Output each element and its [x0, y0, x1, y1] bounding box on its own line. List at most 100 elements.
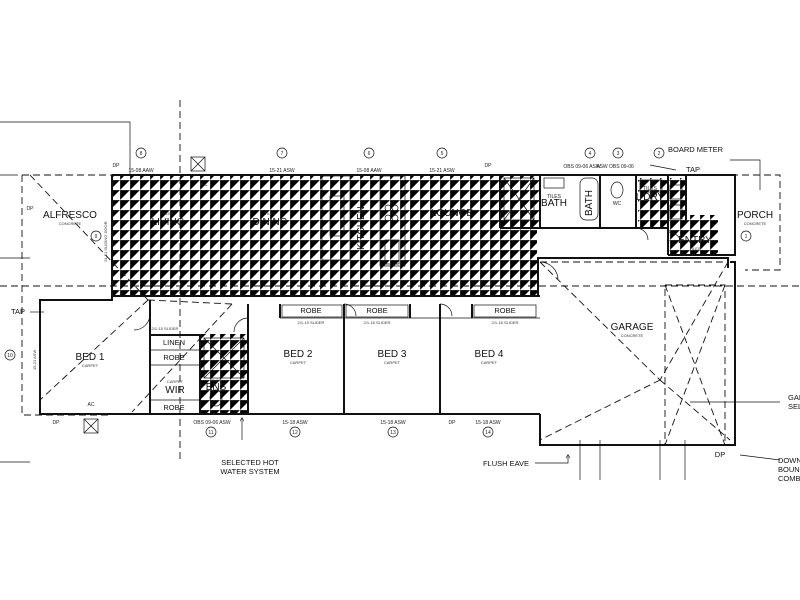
window-code-12: 15-18 ASW: [282, 420, 308, 426]
window-code-7: 15-21 ASW: [269, 168, 295, 174]
room-finish-ens: TILES: [210, 378, 221, 383]
room-finish-alfresco: CONCRETE: [59, 221, 82, 226]
room-name-living: LIVING: [152, 217, 185, 228]
external-walls: [39, 174, 736, 446]
downpipe-note-line1: DOWN: [778, 456, 800, 465]
room-name-kitchen: KITCHEN: [356, 206, 367, 250]
door-swings: [133, 227, 683, 333]
bed2-robe-slider: 2/1-15 SLIDER: [298, 320, 325, 325]
bed3-robe-label: ROBE: [366, 306, 387, 315]
room-name-bath: BATH: [541, 198, 567, 209]
window-number-13: 13: [390, 430, 396, 436]
window-code-14: 15-18 ASW: [475, 420, 501, 426]
room-name-bed3: BED 3: [378, 349, 407, 360]
room-finish-ldry: TILES: [643, 186, 658, 192]
window-number-5: 5: [441, 151, 444, 157]
tap-label-east: TAP: [686, 165, 700, 174]
kitchen-benches: [321, 175, 406, 267]
window-number-3: 3: [617, 151, 620, 157]
annotation-leaders: [30, 164, 781, 480]
room-name-bed4: BED 4: [475, 349, 504, 360]
downpipe-label-nw: DP: [113, 163, 121, 169]
window-number-1: 1: [745, 234, 748, 240]
boundary-lines: [0, 121, 761, 463]
window-number-2: 2: [658, 151, 661, 157]
garage-note-line1: GAR: [788, 393, 800, 402]
window-code-6: 15-08 AAW: [356, 168, 381, 174]
room-name-garage: GARAGE: [611, 322, 654, 333]
room-name-bed2: BED 2: [284, 349, 313, 360]
window-code-13: 15-18 ASW: [380, 420, 406, 426]
roof-outline: [0, 100, 800, 460]
downpipe-label-w: DP: [27, 206, 35, 212]
window-code-8: 15-08 AAW: [128, 168, 153, 174]
room-name-entry: ENTRY: [678, 235, 712, 246]
bed3-robe-slider: 2/1-16 SLIDER: [364, 320, 391, 325]
window-number-9: 9: [95, 234, 98, 240]
tap-label-west: TAP: [11, 307, 25, 316]
downpipe-label-s: DP: [449, 420, 457, 426]
room-name-dining: DINING: [253, 217, 288, 228]
board-meter-line1: BOARD METER: [668, 145, 724, 154]
ac-label-north: AC: [201, 182, 208, 188]
window-code-11: OBS 09-06 ASW: [193, 420, 231, 426]
downpipe-label-ne: DP: [485, 163, 493, 169]
downpipe-note-line3: COMB: [778, 474, 800, 483]
window-number-7: 7: [281, 151, 284, 157]
window-number-10: 10: [7, 353, 13, 359]
room-finish-porch: CONCRETE: [744, 221, 767, 226]
bed1-slider: 2/1-15 SLIDER: [152, 326, 179, 331]
room-finish-wir: CARPET: [167, 379, 184, 384]
wir-robe-label: ROBE: [163, 353, 184, 362]
bed2-robe-label: ROBE: [300, 306, 321, 315]
room-name-alfresco: ALFRESCO: [43, 210, 97, 221]
room-finish-dining: TILES: [264, 211, 275, 216]
window-number-11: 11: [208, 430, 213, 436]
room-finish-bed2: CARPET: [290, 360, 307, 365]
ac-label-south: AC: [88, 402, 95, 408]
room-name-bed1: BED 1: [76, 352, 105, 363]
room-name-ens: ENS: [206, 382, 227, 393]
room-finish-bed3: CARPET: [384, 360, 401, 365]
room-finish-living: TILES: [162, 211, 173, 216]
window-markers: [4, 147, 752, 438]
bed4-robe-label: ROBE: [494, 306, 515, 315]
room-finish-bed4: CARPET: [481, 360, 498, 365]
downpipe-label-sw: DP: [53, 420, 61, 426]
ac-unit-icons: [83, 156, 206, 434]
window-number-6: 6: [368, 151, 371, 157]
tiled-bath-zone: [503, 176, 539, 226]
window-code-9: 24-21 SLIDING DOOR: [103, 221, 108, 262]
room-name-bath-2: BATH: [584, 190, 595, 216]
room-finish-lounge: TILES: [446, 219, 457, 224]
room-finish-entry: TILES: [689, 246, 700, 251]
robes: [281, 304, 537, 318]
room-finish-bed1: CARPET: [82, 363, 99, 368]
board-meter-label: BOARD METER: [668, 145, 724, 154]
downpipe-note-line2: BOUN: [778, 465, 800, 474]
room-name-wc: WC: [613, 201, 622, 207]
window-code-3: ASW OBS 09-06: [596, 164, 634, 170]
garage-note-line2: SEL: [788, 402, 800, 411]
window-number-4: 4: [589, 151, 592, 157]
hot-water-label-line1: SELECTED HOT: [221, 458, 279, 467]
wet-area-fixtures: [203, 177, 683, 407]
room-name-ldry: L'DRY: [636, 192, 665, 203]
linen-label: LINEN: [163, 338, 185, 347]
ens-robe-label: ROBE: [163, 403, 184, 412]
window-number-12: 12: [292, 430, 298, 436]
hot-water-label-line2: WATER SYSTEM: [220, 467, 279, 476]
room-name-wir: WIR: [165, 385, 184, 396]
internal-walls: [149, 176, 687, 414]
window-number-8: 8: [140, 151, 143, 157]
room-finish-garage: CONCRETE: [621, 333, 644, 338]
window-code-4: OBS 09-06 ASW: [563, 164, 601, 170]
flush-eave-label: FLUSH EAVE: [483, 459, 529, 468]
room-name-porch: PORCH: [737, 210, 773, 221]
bed4-robe-slider: 2/1-16 SLIDER: [492, 320, 519, 325]
window-code-5: 15-21 ASW: [429, 168, 455, 174]
window-code-10: 15-21 ASW: [32, 350, 37, 370]
window-number-14: 14: [485, 430, 491, 436]
